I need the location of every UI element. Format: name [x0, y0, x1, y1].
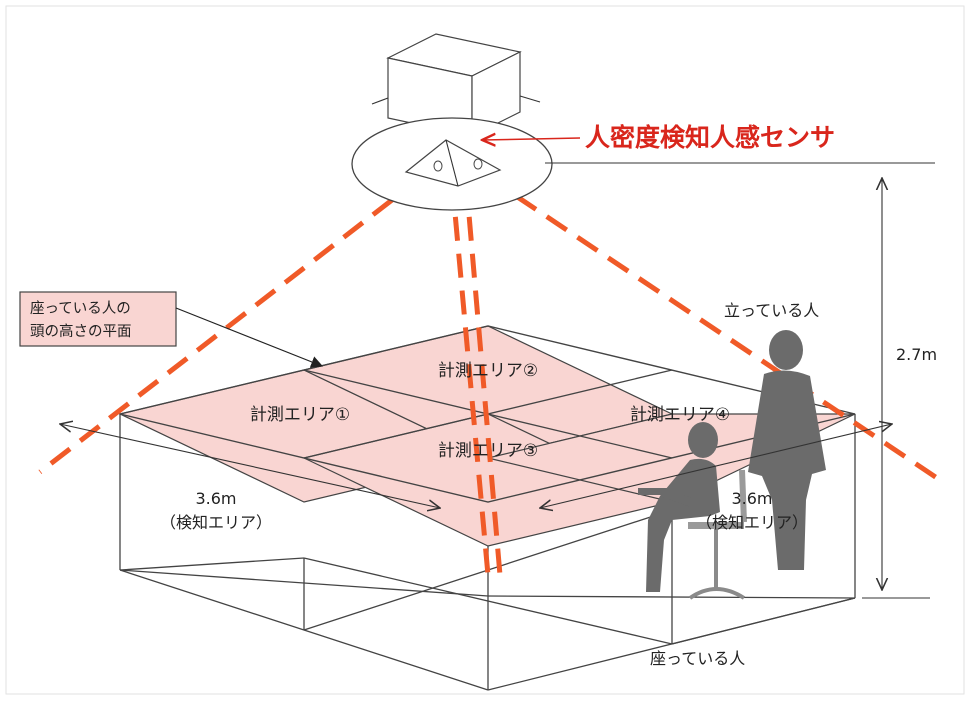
- height-label: 2.7m: [896, 345, 937, 364]
- sitting-person-label: 座っている人: [650, 649, 745, 668]
- left-width-dimension-line: [60, 424, 440, 508]
- plane-callout: 座っている人の 頭の高さの平面: [19, 291, 324, 368]
- sensor-lens: [404, 139, 502, 187]
- callout-line-1: 座っている人の: [30, 300, 131, 317]
- area-label-3: 計測エリア③: [438, 441, 538, 461]
- area-label-2: 計測エリア②: [438, 361, 538, 381]
- standing-person-label: 立っている人: [724, 301, 819, 320]
- area-label-1: 計測エリア①: [250, 405, 350, 425]
- image-border: [5, 5, 965, 695]
- left-width-label: 3.6m: [195, 489, 236, 508]
- left-width-note: （検知エリア）: [160, 513, 272, 532]
- sensor-label: 人密度検知人感センサ: [585, 123, 835, 152]
- standing-person: [748, 330, 826, 570]
- beam-center-1: [449, 179, 491, 576]
- right-width-dimension-line: [540, 424, 892, 508]
- right-width-label: 3.6m: [731, 489, 772, 508]
- beam-center-2: [463, 179, 503, 576]
- area-label-4: 計測エリア④: [630, 405, 730, 425]
- callout-line-2: 頭の高さの平面: [30, 323, 132, 340]
- sensor-device: [351, 33, 553, 211]
- callout-arrow: [175, 307, 324, 368]
- sensor-arrow: [482, 138, 581, 140]
- right-width-note: （検知エリア）: [696, 513, 808, 532]
